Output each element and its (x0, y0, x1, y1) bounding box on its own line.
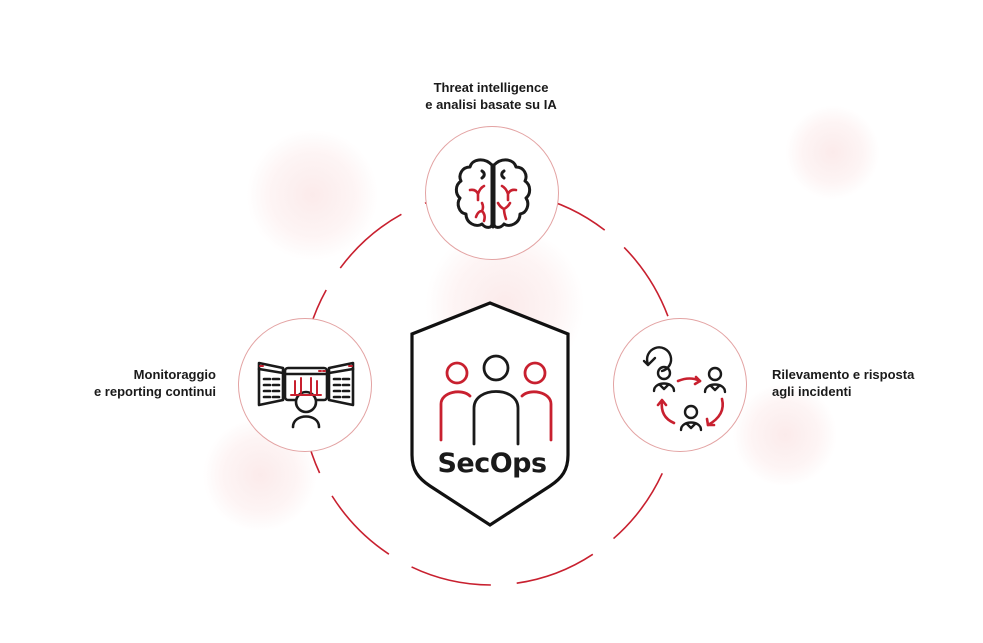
node-threat-intelligence (425, 126, 559, 260)
node-label-threat-intelligence: Threat intelligence e analisi basate su … (425, 80, 557, 112)
node-label-incident-response: Rilevamento e risposta agli incidenti (772, 367, 915, 399)
incident-response-cycle-icon (642, 346, 727, 432)
background-glow (785, 105, 880, 200)
team-shield-icon (439, 354, 553, 446)
background-glow (730, 385, 840, 485)
node-incident-response (613, 318, 747, 452)
node-monitoring (238, 318, 372, 452)
background-glow (245, 130, 380, 260)
monitoring-dashboard-icon (257, 361, 355, 429)
node-label-monitoring: Monitoraggio e reporting continui (93, 367, 216, 399)
center-title: SecOps (437, 448, 547, 479)
brain-icon (454, 158, 532, 229)
